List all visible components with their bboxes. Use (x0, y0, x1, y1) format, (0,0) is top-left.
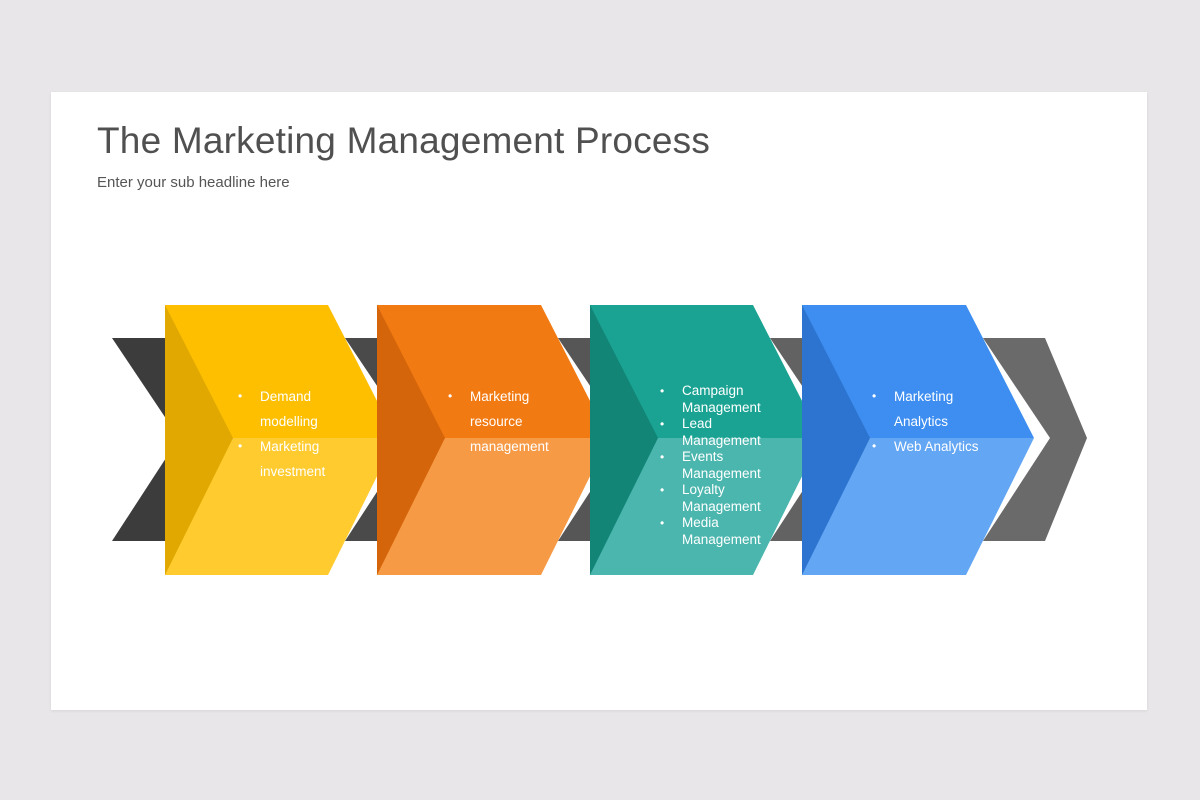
list-item: •Marketing Analytics (872, 384, 1002, 434)
list-item: •Lead Management (660, 416, 761, 448)
slide-subtitle: Enter your sub headline here (97, 174, 290, 191)
stage-execute-heading: EXECUTE (659, 232, 741, 251)
stage-manage-bottom (377, 438, 609, 575)
list-item: •Marketing resource management (448, 384, 568, 459)
bullet-icon: • (660, 384, 665, 398)
bullet-icon: • (660, 417, 665, 431)
stage-measure-bottom (802, 438, 1034, 575)
stage-plan-top (165, 305, 396, 438)
stage-manage-top (377, 305, 609, 438)
bullet-icon: • (660, 516, 665, 530)
stage-execute-top (590, 305, 821, 438)
bullet-icon: • (238, 439, 243, 453)
stage-measure-bullets: •Marketing Analytics •Web Analytics (872, 384, 1002, 459)
list-item: •Media Management (660, 515, 761, 547)
stage-execute-bullets: •Campaign Management •Lead Management •E… (660, 383, 780, 548)
list-item: •Loyalty Management (660, 482, 761, 514)
stage-plan-bullets: •Demand modelling •Marketing investment (238, 384, 348, 484)
slide-title: The Marketing Management Process (97, 120, 711, 161)
stage-execute-bottom (590, 438, 821, 575)
stage-measure-heading: MEASURE (872, 232, 958, 251)
stage-plan-heading: PLAN (237, 232, 285, 251)
dashed-down-arrow-icon (276, 257, 286, 281)
list-item: •Events Management (660, 449, 761, 481)
dashed-down-arrow-icon (489, 257, 499, 281)
dark-chevron-5 (983, 338, 1087, 541)
list-item: •Campaign Management (660, 383, 761, 415)
bullet-icon: • (872, 389, 877, 403)
bullet-icon: • (660, 450, 665, 464)
bullet-icon: • (872, 439, 877, 453)
bullet-icon: • (238, 389, 243, 403)
dashed-down-arrow-icon (913, 257, 923, 281)
stage-manage-bullets: •Marketing resource management (448, 384, 568, 459)
bullet-icon: • (660, 483, 665, 497)
dashed-down-arrow-icon (701, 257, 711, 281)
stage-plan-bottom (165, 438, 396, 575)
stage-measure-top (802, 305, 1034, 438)
list-item: •Marketing investment (238, 434, 348, 484)
list-item: •Demand modelling (238, 384, 348, 434)
bullet-icon: • (448, 389, 453, 403)
stage-manage-heading: MANAGE (449, 232, 525, 251)
list-item: •Web Analytics (872, 434, 1002, 459)
